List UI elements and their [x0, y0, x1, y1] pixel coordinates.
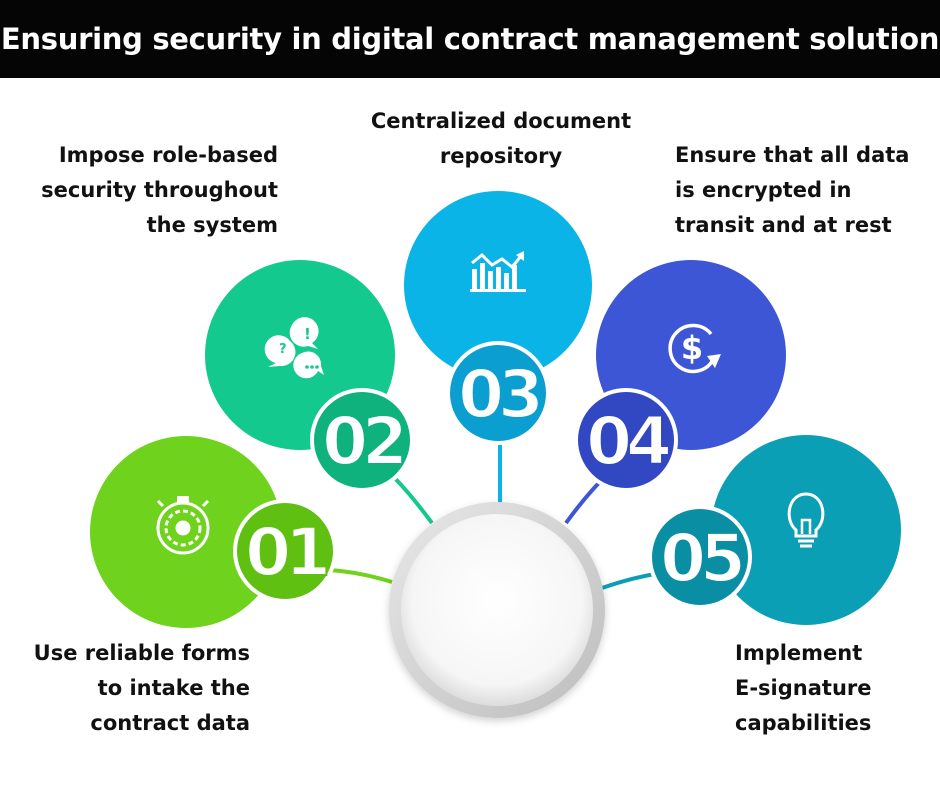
dollar-refresh-icon: $ [668, 323, 721, 374]
lightbulb-icon [787, 492, 825, 548]
step-05-label: Implement E-signature capabilities [735, 641, 872, 735]
step-01-number: 01 [245, 514, 327, 591]
step-01-badge: 01 [233, 499, 337, 603]
step-05-number: 05 [660, 520, 742, 597]
center-hub [389, 502, 605, 718]
stopwatch-icon [156, 496, 210, 555]
bar-chart-icon [470, 251, 526, 292]
step-04-label: Ensure that all data is encrypted in tra… [675, 143, 910, 237]
svg-text:$: $ [681, 329, 703, 367]
step-02-label: Impose role-based security throughout th… [41, 143, 278, 237]
step-04-number: 04 [586, 403, 669, 480]
step-02-badge: 02 [310, 388, 414, 492]
step-03-label: Centralized document repository [370, 109, 632, 168]
svg-text:?: ? [279, 342, 287, 357]
svg-text:!: ! [304, 325, 311, 343]
step-05-badge: 05 [648, 505, 752, 609]
page-title: Ensuring security in digital contract ma… [0, 22, 940, 56]
step-05-circle [711, 435, 901, 625]
step-03-number: 03 [458, 356, 539, 433]
step-04-badge: 04 [574, 388, 678, 492]
step-03-badge: 03 [446, 341, 550, 445]
step-01-label: Use reliable forms to intake the contrac… [33, 641, 250, 735]
title-bar: Ensuring security in digital contract ma… [0, 0, 940, 78]
step-02-number: 02 [322, 403, 403, 480]
connector-01 [329, 568, 393, 584]
chat-bubbles-icon: ! ? [264, 317, 324, 379]
